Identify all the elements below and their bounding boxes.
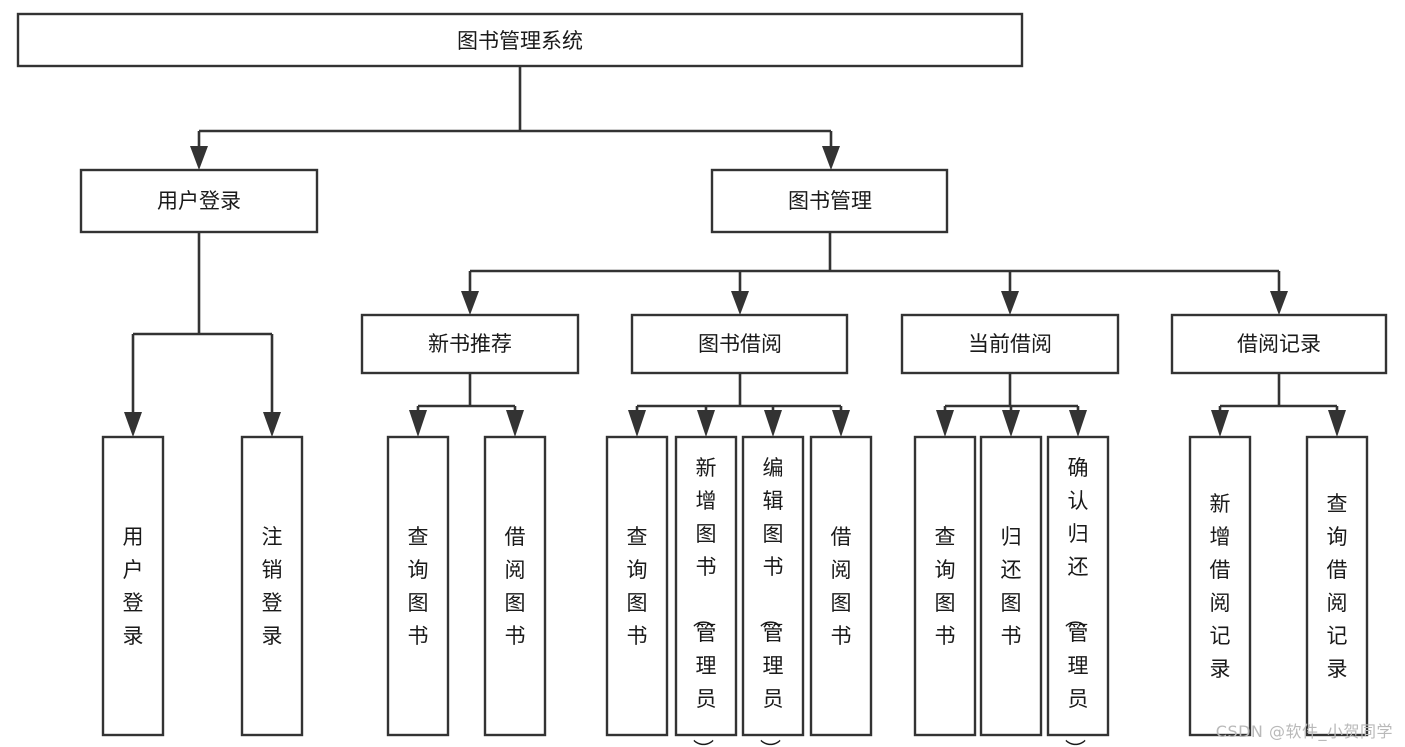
node-user-login[interactable]: 用户登录: [79, 168, 319, 234]
arrow-head-leaf-borrow-book-1: [506, 410, 524, 437]
node-root-box[interactable]: [16, 12, 1024, 68]
leaf-node[interactable]: 注销登录: [240, 435, 304, 737]
arrow-head-new-book-rec: [461, 291, 479, 315]
arrow-head-leaf-user-login: [124, 412, 142, 437]
leaf-query-book-1-box[interactable]: [386, 435, 450, 737]
node-current-borrow-box[interactable]: [900, 313, 1120, 375]
leaf-node[interactable]: 新增借阅记录: [1188, 435, 1252, 737]
arrow-head-leaf-query-record: [1328, 410, 1346, 437]
arrow-head-leaf-edit-book: [764, 410, 782, 437]
arrow-head-leaf-query-book-2: [628, 410, 646, 437]
arrow-head-user-login: [190, 146, 208, 170]
node-root[interactable]: 图书管理系统: [16, 12, 1024, 68]
arrow-head-leaf-logout: [263, 412, 281, 437]
node-borrow-record-label: 借阅记录: [1237, 332, 1321, 356]
leaf-query-record-label: 查询借阅记录: [1327, 492, 1348, 681]
node-book-borrow-box[interactable]: [630, 313, 849, 375]
arrow-head-current-borrow: [1001, 291, 1019, 315]
node-current-borrow[interactable]: 当前借阅: [900, 313, 1120, 375]
leaf-query-book-2-box[interactable]: [605, 435, 669, 737]
leaf-return-book-label: 归还图书: [1001, 525, 1022, 648]
leaf-confirm-return-box[interactable]: [1046, 435, 1110, 737]
watermark-csdn: CSDN @软件_小贺同学: [1215, 722, 1393, 741]
leaf-node[interactable]: 查询借阅记录: [1305, 435, 1369, 737]
leaf-node[interactable]: 确认归还（管理员）: [1046, 435, 1110, 747]
node-book-borrow-label: 图书借阅: [698, 332, 782, 356]
leaf-logout-label: 注销登录: [262, 525, 283, 648]
leaf-node[interactable]: 归还图书: [979, 435, 1043, 737]
leaf-node[interactable]: 用户登录: [101, 435, 165, 737]
arrow-head-leaf-add-book: [697, 410, 715, 437]
leaf-add-book-label: 新增图书（管理员）: [691, 456, 717, 747]
node-user-login-box[interactable]: [79, 168, 319, 234]
node-root-label: 图书管理系统: [457, 29, 583, 53]
arrow-head-book-borrow: [731, 291, 749, 315]
leaf-nodes-layer: 用户登录 注销登录 查询图书 借阅图书 查询图书 新增图书（管理员） 编辑图书（管理员） 借阅…: [101, 435, 1369, 747]
leaf-node[interactable]: 查询图书: [386, 435, 450, 737]
leaf-node[interactable]: 新增图书（管理员）: [674, 435, 738, 747]
leaf-add-record-label: 新增借阅记录: [1210, 492, 1231, 681]
leaf-query-book-3-label: 查询图书: [935, 525, 956, 648]
node-book-borrow[interactable]: 图书借阅: [630, 313, 849, 375]
leaf-node[interactable]: 查询图书: [913, 435, 977, 737]
node-borrow-record[interactable]: 借阅记录: [1170, 313, 1388, 375]
leaf-node[interactable]: 借阅图书: [483, 435, 547, 737]
arrow-head-leaf-query-book-3: [936, 410, 954, 437]
connectors-layer: [124, 66, 1346, 437]
arrow-head-book-mgmt: [822, 146, 840, 170]
leaf-add-book-box[interactable]: [674, 435, 738, 737]
node-new-book-rec-box[interactable]: [360, 313, 580, 375]
leaf-add-record-box[interactable]: [1188, 435, 1252, 737]
node-current-borrow-label: 当前借阅: [968, 332, 1052, 356]
leaf-edit-book-box[interactable]: [741, 435, 805, 737]
arrow-head-borrow-record: [1270, 291, 1288, 315]
leaf-user-login-label: 用户登录: [123, 525, 144, 648]
leaf-return-book-box[interactable]: [979, 435, 1043, 737]
leaf-query-book-3-box[interactable]: [913, 435, 977, 737]
node-borrow-record-box[interactable]: [1170, 313, 1388, 375]
node-new-book-rec[interactable]: 新书推荐: [360, 313, 580, 375]
leaf-borrow-book-2-label: 借阅图书: [831, 525, 852, 648]
arrow-head-leaf-add-record: [1211, 410, 1229, 437]
node-new-book-rec-label: 新书推荐: [428, 332, 512, 356]
leaf-query-book-2-label: 查询图书: [627, 525, 648, 648]
leaf-confirm-return-label: 确认归还（管理员）: [1063, 456, 1089, 747]
leaf-query-record-box[interactable]: [1305, 435, 1369, 737]
leaf-edit-book-label: 编辑图书（管理员）: [758, 456, 784, 747]
node-book-mgmt-box[interactable]: [710, 168, 949, 234]
arrow-head-leaf-borrow-book-2: [832, 410, 850, 437]
arrow-head-leaf-query-book-1: [409, 410, 427, 437]
leaf-node[interactable]: 查询图书: [605, 435, 669, 737]
leaf-borrow-book-1-box[interactable]: [483, 435, 547, 737]
leaf-node[interactable]: 借阅图书: [809, 435, 873, 737]
node-user-login-label: 用户登录: [157, 189, 241, 213]
leaf-borrow-book-1-label: 借阅图书: [505, 525, 526, 648]
node-book-mgmt[interactable]: 图书管理: [710, 168, 949, 234]
node-book-mgmt-label: 图书管理: [788, 189, 872, 213]
leaf-borrow-book-2-box[interactable]: [809, 435, 873, 737]
leaf-user-login-box[interactable]: [101, 435, 165, 737]
leaf-query-book-1-label: 查询图书: [408, 525, 429, 648]
arrow-head-leaf-confirm-return: [1069, 410, 1087, 437]
leaf-node[interactable]: 编辑图书（管理员）: [741, 435, 805, 747]
leaf-logout-box[interactable]: [240, 435, 304, 737]
arrow-head-leaf-return-book: [1002, 410, 1020, 437]
